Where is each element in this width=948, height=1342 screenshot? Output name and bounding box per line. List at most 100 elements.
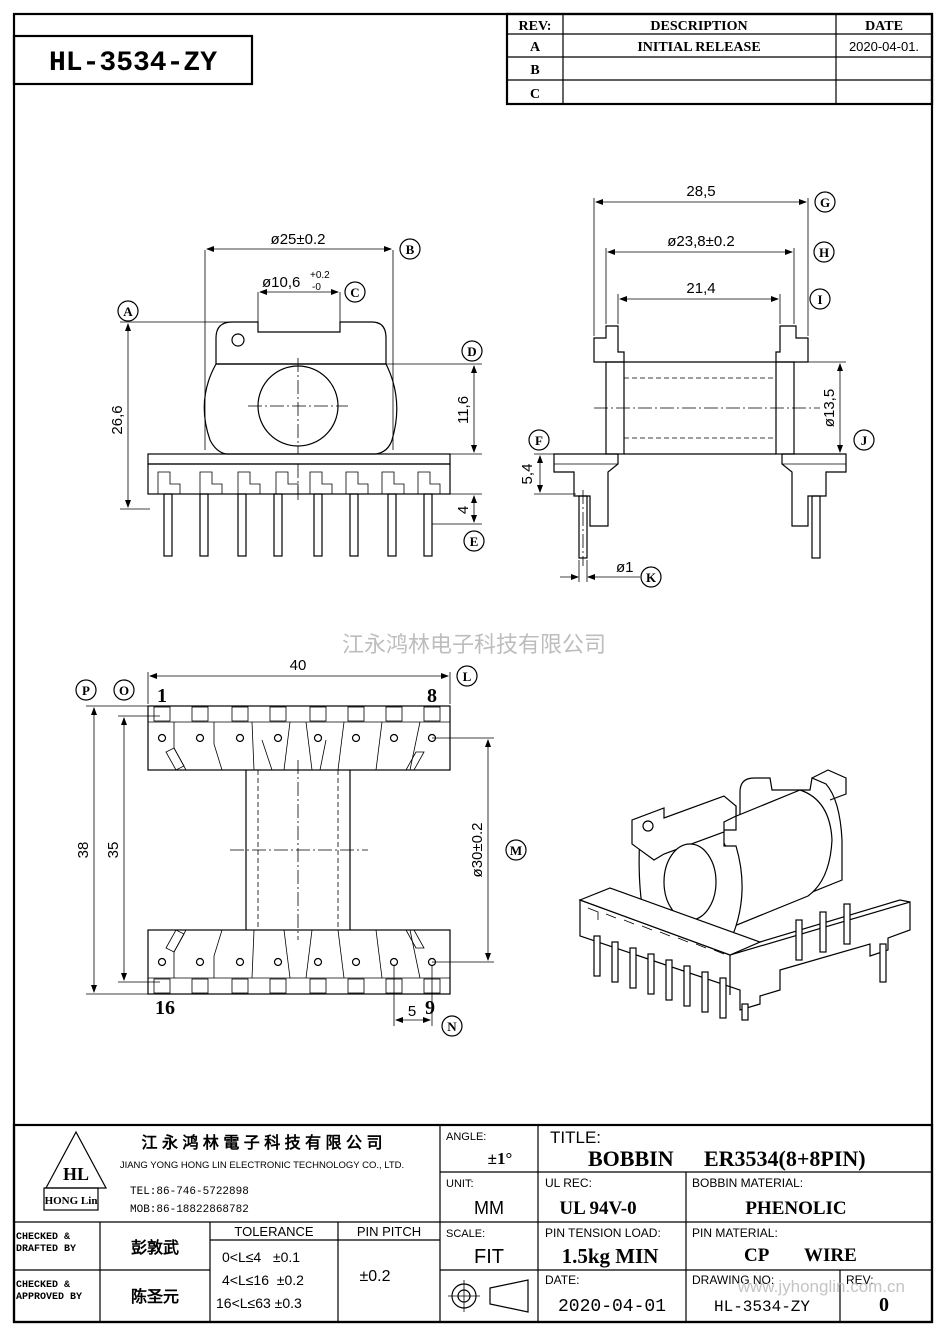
tolerance-row-3: 16<L≤63 ±0.3 xyxy=(216,1295,302,1311)
description-header: DESCRIPTION xyxy=(650,19,747,34)
callout-j: J xyxy=(853,429,875,451)
bobbin-material-label: BOBBIN MATERIAL: xyxy=(692,1176,803,1190)
callout-l: L xyxy=(456,665,478,687)
rev-a-date: 2020-04-01. xyxy=(849,39,919,54)
company-name-cn: 江 永 鸿 林 電 子 科 技 有 限 公 司 xyxy=(142,1133,383,1152)
callout-n: N xyxy=(441,1015,463,1037)
callout-f: F xyxy=(528,429,550,451)
callout-o: O xyxy=(113,679,135,701)
rev-c: C xyxy=(530,87,540,102)
title-value-1: BOBBIN xyxy=(588,1146,674,1171)
front-pins xyxy=(163,493,433,557)
callout-k: K xyxy=(640,566,662,588)
svg-text:J: J xyxy=(861,433,868,448)
checked-drafted-label: CHECKED & DRAFTED BY xyxy=(16,1232,77,1255)
dim-h11: 11,6 xyxy=(455,396,472,424)
bottom-view: 1 8 16 9 40 38 35 ø30±0.2 5 L xyxy=(75,657,527,1037)
drawing-no-label: DRAWING NO: xyxy=(692,1273,774,1287)
tolerance-row-2: 4<L≤16 ±0.2 xyxy=(222,1272,304,1288)
bobbin-material-value: PHENOLIC xyxy=(745,1198,846,1219)
logo-sub: HONG Lin xyxy=(45,1195,98,1207)
callout-e: E xyxy=(463,530,485,552)
callout-g: G xyxy=(814,191,836,213)
callout-p: P xyxy=(75,679,97,701)
svg-text:K: K xyxy=(646,570,657,585)
title-block: HL HONG Lin 江 永 鸿 林 電 子 科 技 有 限 公 司 JIAN… xyxy=(12,1123,934,1324)
checked-approved-label: CHECKED & APPROVED BY xyxy=(16,1280,83,1303)
callout-b: B xyxy=(399,238,421,260)
svg-text:D: D xyxy=(467,344,476,359)
angle-label: ANGLE: xyxy=(446,1131,486,1143)
svg-text:N: N xyxy=(447,1019,457,1034)
svg-text:F: F xyxy=(535,433,543,448)
part-number: HL-3534-ZY xyxy=(49,48,217,79)
logo-text: HL xyxy=(63,1164,89,1184)
dim-w28: 28,5 xyxy=(686,183,715,200)
pin-material-label: PIN MATERIAL: xyxy=(692,1226,778,1240)
rev-a: A xyxy=(530,40,541,55)
dim-h35: 35 xyxy=(105,842,122,859)
title-value-2: ER3534(8+8PIN) xyxy=(704,1146,866,1171)
title-label: TITLE: xyxy=(550,1128,601,1147)
side-view: 28,5 ø23,8±0.2 21,4 ø13,5 5,4 ø1 F xyxy=(519,183,875,588)
top-row-pins xyxy=(153,706,441,771)
tolerance-row-1: 0<L≤4 ±0.1 xyxy=(222,1249,300,1265)
isometric-view xyxy=(578,769,911,1021)
callout-c: C xyxy=(344,281,366,303)
callout-m: M xyxy=(505,839,527,861)
tolerance-label: TOLERANCE xyxy=(234,1224,314,1239)
company-logo: HL HONG Lin xyxy=(43,1130,108,1211)
ul-label: UL REC: xyxy=(545,1176,592,1190)
dim-d23: ø23,8±0.2 xyxy=(667,233,734,250)
iso-pins xyxy=(593,903,887,1021)
svg-text:H: H xyxy=(819,245,829,260)
drawing-no-value: HL-3534-ZY xyxy=(714,1298,810,1316)
front-view: ø25±0.2 ø10,6 +0.2 -0 26,6 11,6 4 A B xyxy=(109,231,485,557)
dim-pin: ø1 xyxy=(616,559,634,576)
company-tel: TEL:86-746-5722898 xyxy=(130,1186,249,1198)
unit-label: UNIT: xyxy=(446,1178,474,1190)
svg-text:M: M xyxy=(510,843,522,858)
company-mob: MOB:86-18822868782 xyxy=(130,1204,249,1216)
dim-d25: ø25±0.2 xyxy=(271,231,326,248)
dim-h26: 26,6 xyxy=(109,405,126,434)
pin-pitch-label: PIN PITCH xyxy=(357,1224,421,1239)
callout-d: D xyxy=(461,340,483,362)
company-name-en: JIANG YONG HONG LIN ELECTRONIC TECHNOLOG… xyxy=(120,1160,404,1171)
watermark-corner: www.jyhonglin.com.cn xyxy=(737,1277,905,1296)
pin-tension-label: PIN TENSION LOAD: xyxy=(545,1226,661,1240)
dim-w21: 21,4 xyxy=(686,280,715,297)
pin-label-8: 8 xyxy=(427,685,437,707)
scale-label: SCALE: xyxy=(446,1228,485,1240)
angle-value: ±1° xyxy=(488,1149,513,1168)
svg-text:L: L xyxy=(463,669,472,684)
dim-d13: ø13,5 xyxy=(821,389,838,427)
rev-header: REV: xyxy=(519,19,552,34)
dim-w40: 40 xyxy=(290,657,307,674)
svg-text:C: C xyxy=(350,285,359,300)
unit-value: MM xyxy=(474,1198,504,1218)
svg-text:I: I xyxy=(817,292,822,307)
rev-a-description: INITIAL RELEASE xyxy=(637,40,760,55)
dim-d30: ø30±0.2 xyxy=(469,823,486,878)
front-base-notches xyxy=(157,471,441,494)
pin-material-value-2: WIRE xyxy=(804,1245,857,1266)
pin-material-value-1: CP xyxy=(744,1245,770,1266)
svg-text:P: P xyxy=(82,683,90,698)
dim-d10-base: ø10,6 xyxy=(262,274,300,291)
svg-text:G: G xyxy=(820,195,830,210)
rev-b: B xyxy=(530,63,539,78)
part-number-box: HL-3534-ZY xyxy=(12,34,254,86)
callout-h: H xyxy=(813,241,835,263)
ul-value: UL 94V-0 xyxy=(559,1198,636,1219)
pin-pitch-value: ±0.2 xyxy=(359,1268,390,1285)
date-label: DATE: xyxy=(545,1273,579,1287)
svg-text:E: E xyxy=(470,534,479,549)
drafter-name: 彭敦武 xyxy=(131,1238,179,1257)
callout-i: I xyxy=(809,288,831,310)
bottom-row-pins xyxy=(153,929,441,994)
pin-label-16: 16 xyxy=(155,997,175,1019)
svg-text:A: A xyxy=(123,304,133,319)
dim-d10-tol-dn: -0 xyxy=(312,282,321,293)
